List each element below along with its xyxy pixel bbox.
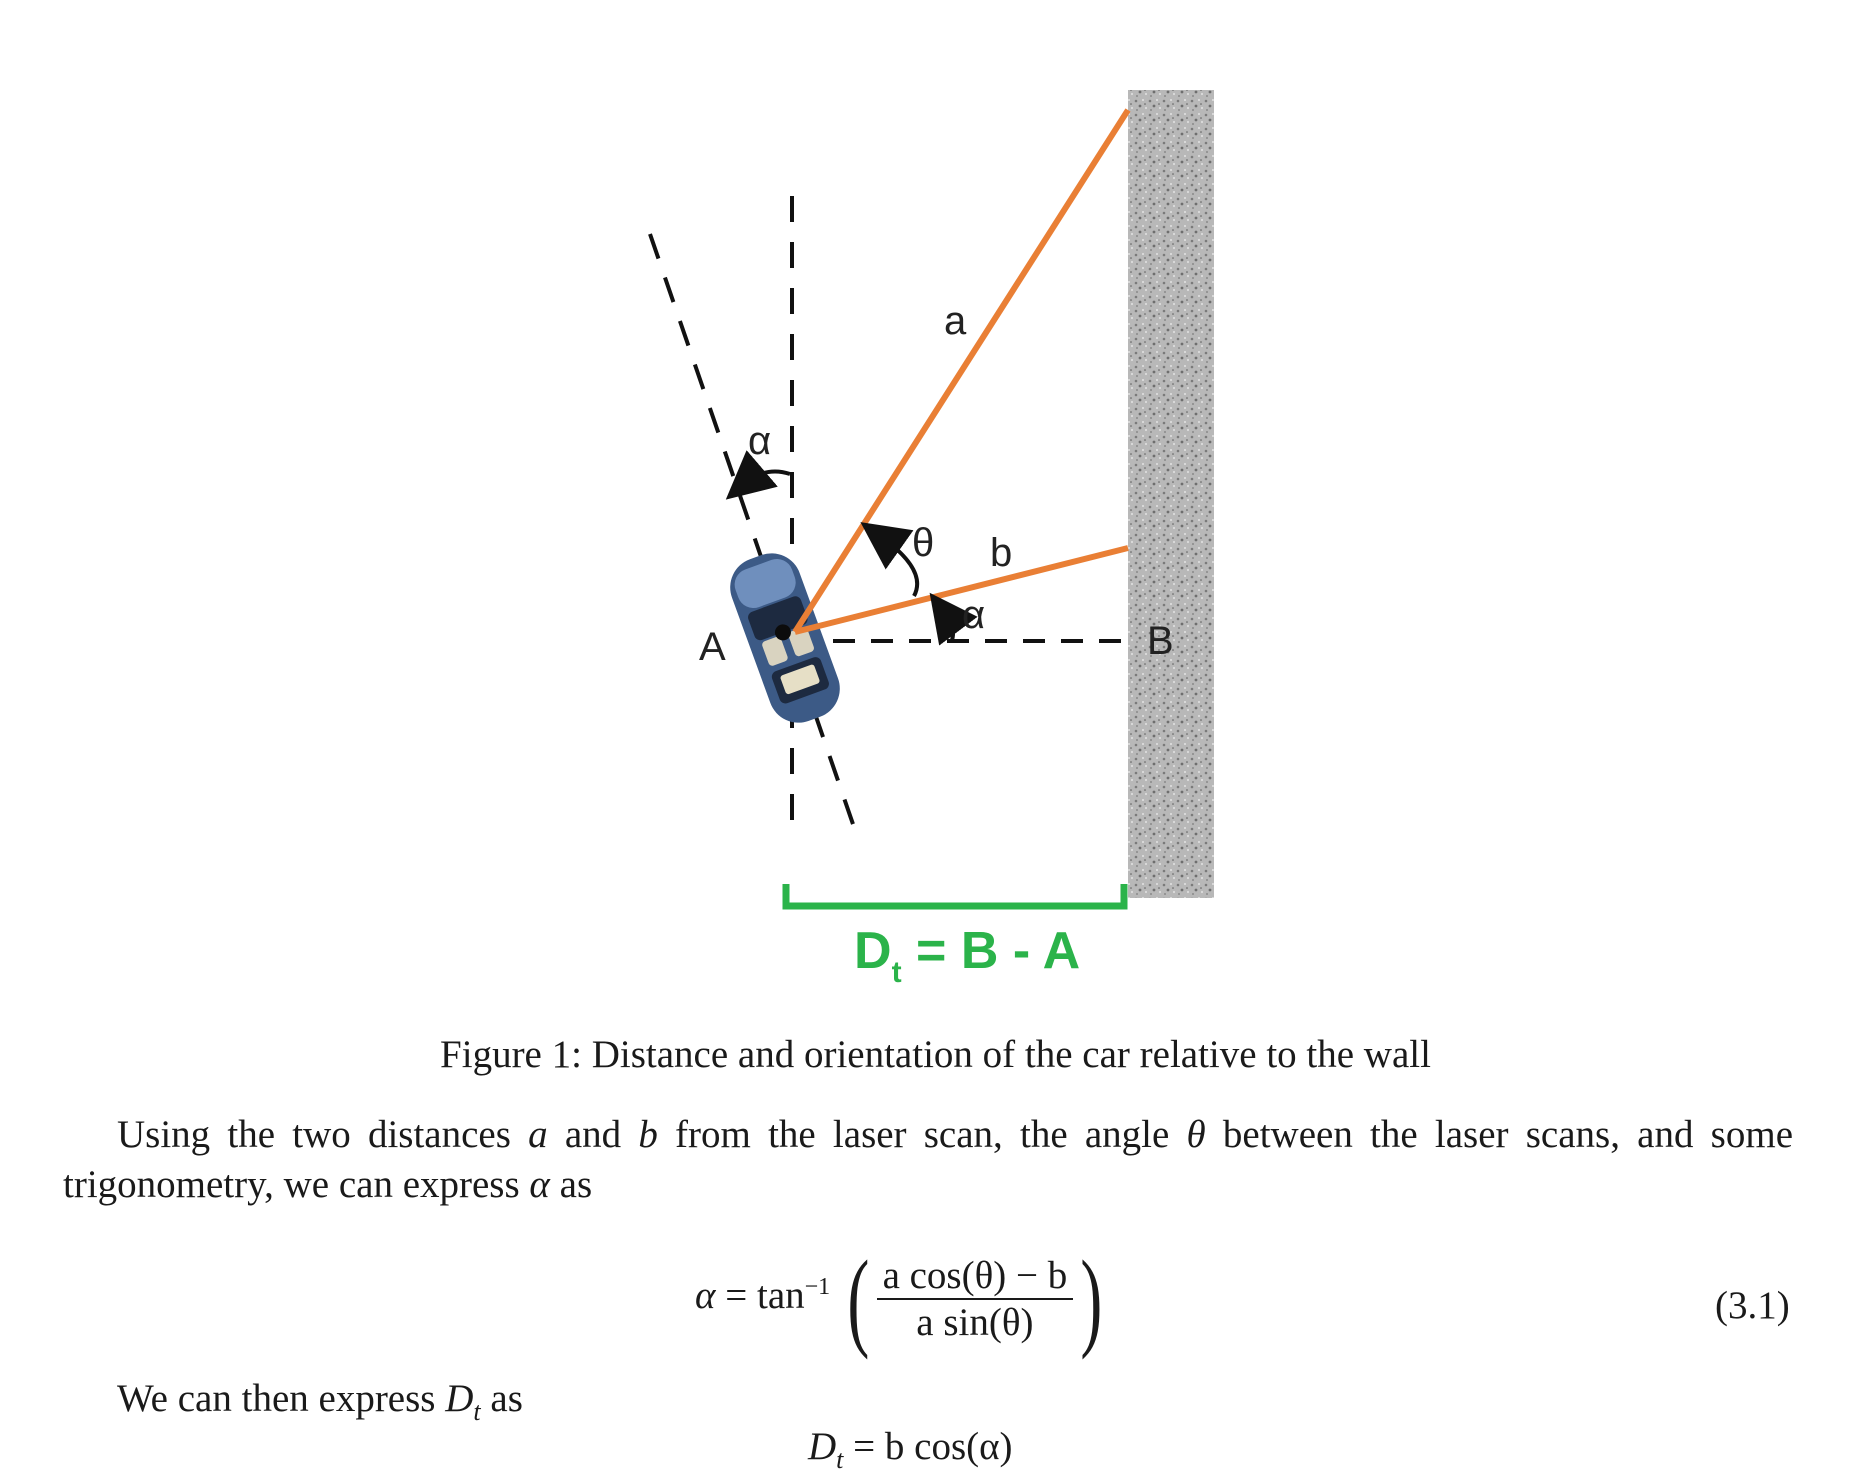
figure-caption: Figure 1: Distance and orientation of th… — [440, 1033, 1431, 1076]
label-alpha-mid: α — [962, 593, 985, 637]
alpha-arc-top — [725, 450, 791, 500]
distance-label: Dt = B - A — [854, 922, 1080, 989]
distance-bracket — [782, 884, 1128, 910]
figure-diagram: a b θ α α A B Dt = B - A — [648, 90, 1214, 989]
wall — [1128, 90, 1214, 898]
body-paragraph-2: We can then express Dt as — [117, 1377, 523, 1426]
label-b: b — [990, 531, 1012, 575]
ray-a — [792, 108, 1131, 634]
left-paren: ( — [847, 1238, 870, 1360]
body-paragraph-1: Using the two distances a and b from the… — [63, 1113, 1793, 1206]
ray-b — [794, 545, 1129, 635]
equation-dt: Dt = b cos(α) — [808, 1425, 1013, 1474]
label-B: B — [1147, 619, 1174, 663]
label-a: a — [944, 299, 967, 343]
theta-arc — [860, 522, 920, 597]
car-heading-line — [648, 233, 857, 831]
label-A: A — [699, 625, 726, 669]
right-paren: ) — [1080, 1238, 1103, 1360]
equation-number: (3.1) — [1715, 1284, 1790, 1327]
alpha-arc-mid — [929, 592, 978, 646]
car-icon — [730, 553, 840, 723]
label-theta: θ — [912, 521, 934, 565]
label-alpha-top: α — [748, 419, 771, 463]
